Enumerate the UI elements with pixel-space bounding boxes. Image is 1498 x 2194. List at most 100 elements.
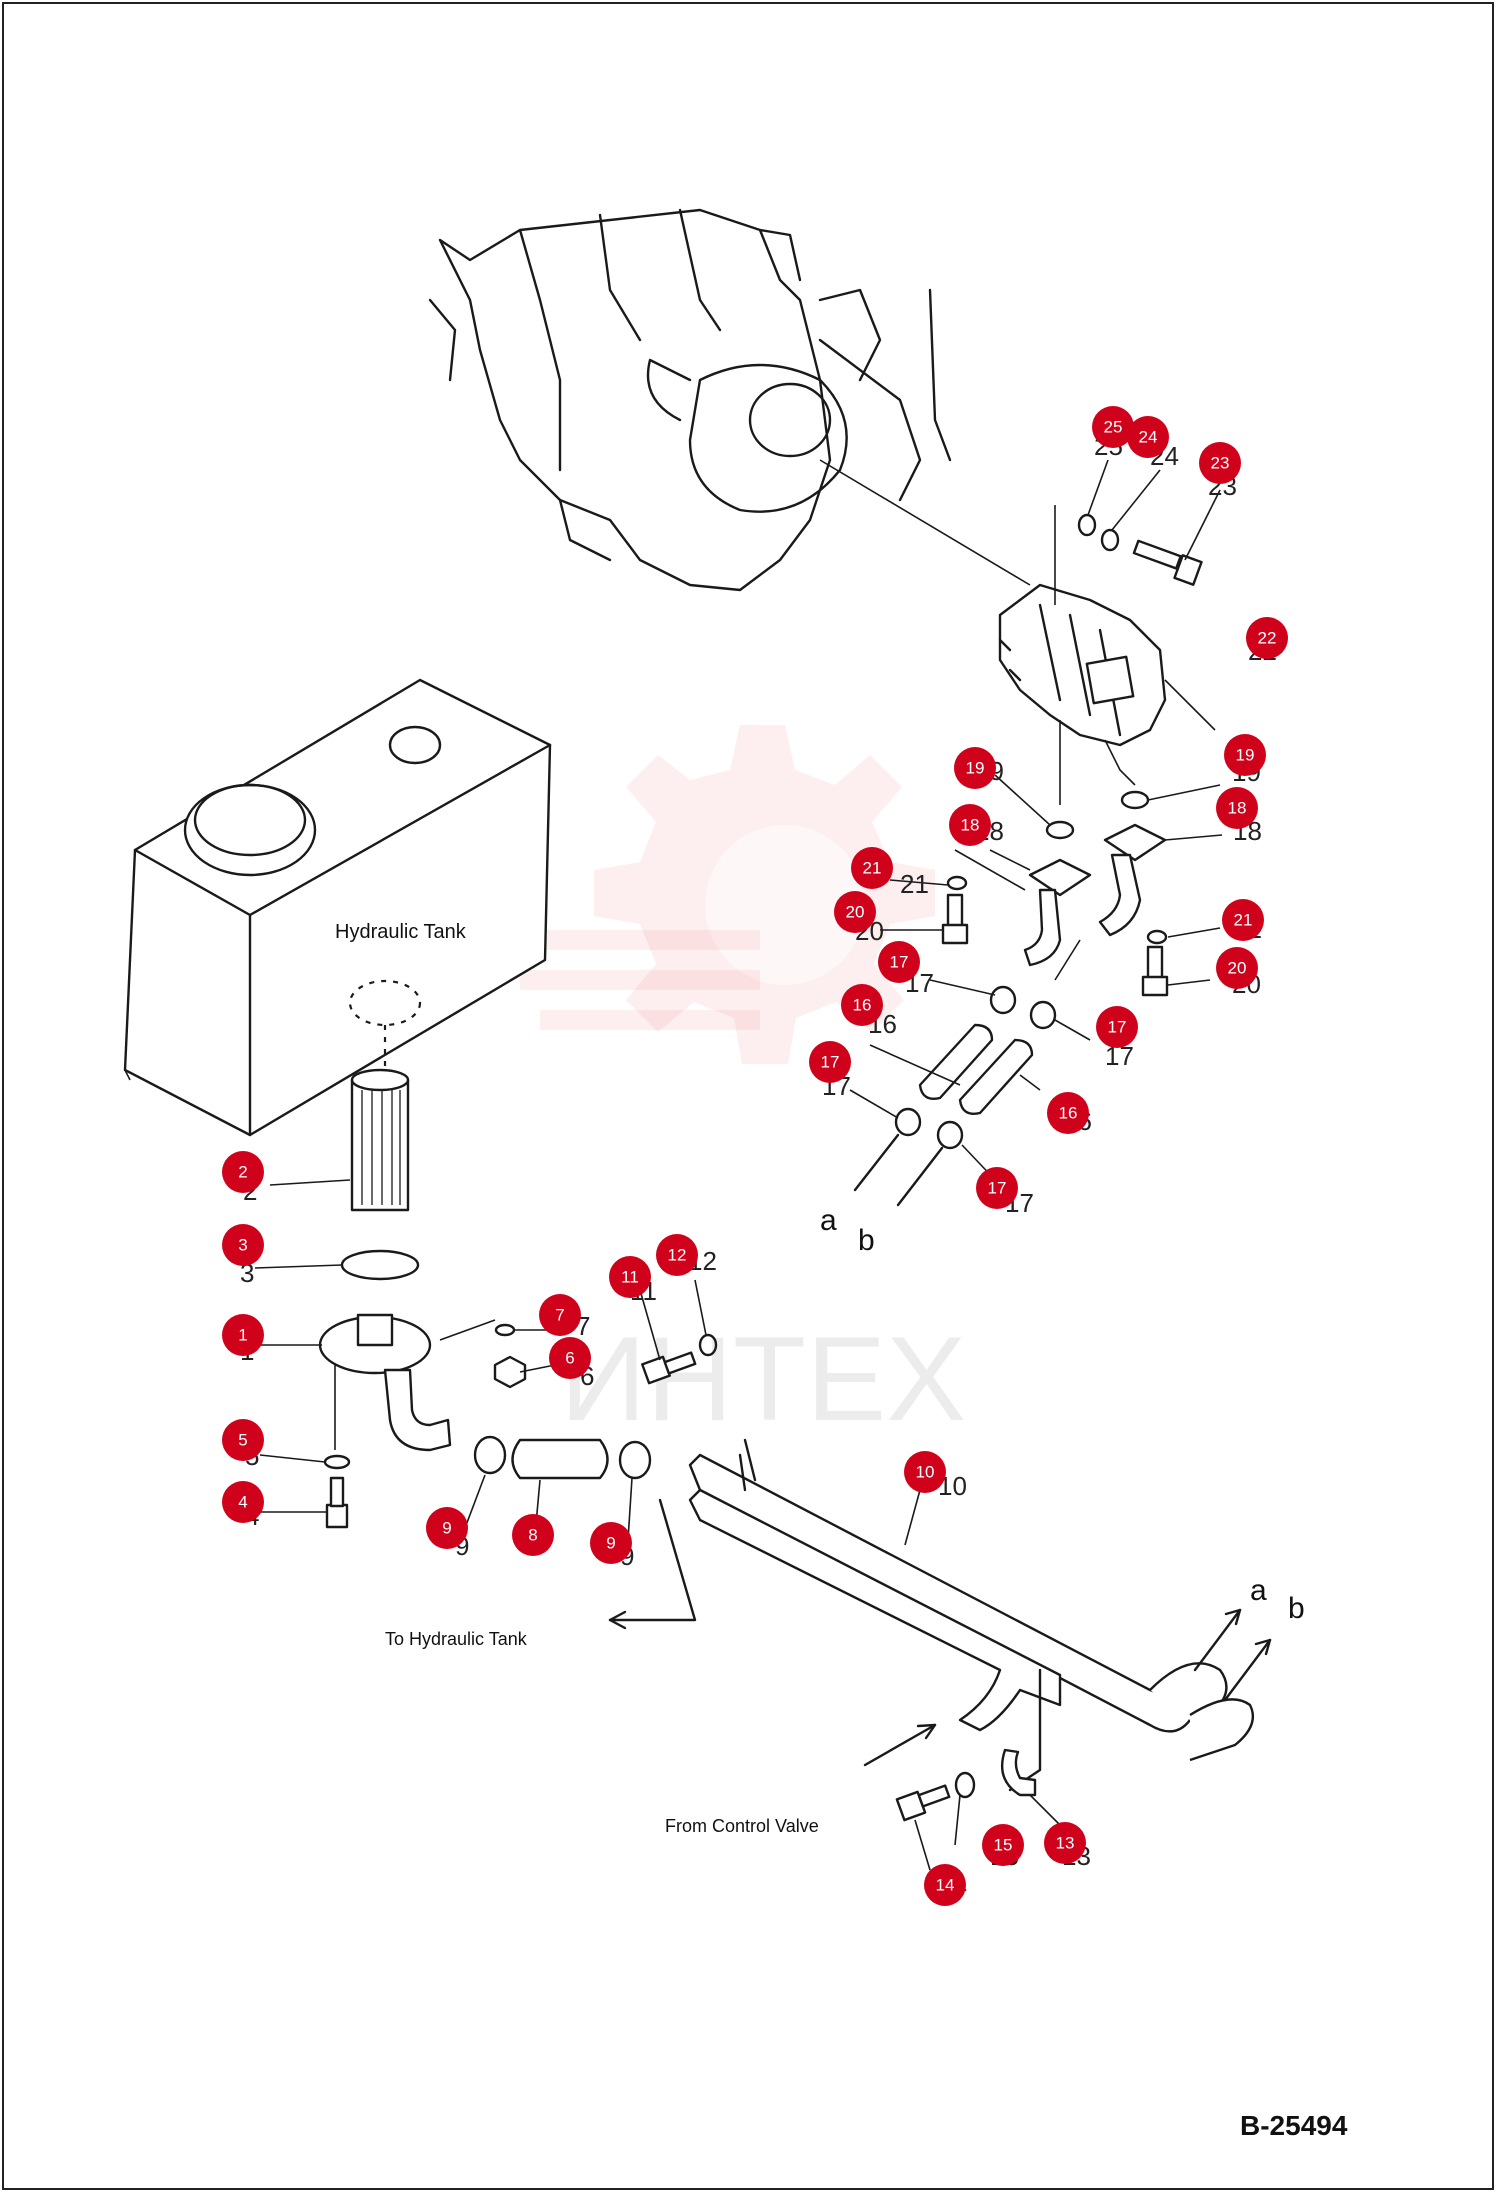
callout-22[interactable]: 22: [1246, 617, 1288, 659]
part-number: 21: [900, 869, 929, 899]
callout-17-c[interactable]: 17: [809, 1041, 851, 1083]
callout-21-right[interactable]: 21: [1222, 899, 1264, 941]
callout-23[interactable]: 23: [1199, 442, 1241, 484]
svg-text:17: 17: [988, 1179, 1007, 1198]
callout-18-right[interactable]: 18: [1216, 787, 1258, 829]
callout-18-left[interactable]: 18: [949, 804, 991, 846]
hydraulic-tank-label: Hydraulic Tank: [335, 921, 467, 943]
callout-7[interactable]: 7: [539, 1294, 581, 1336]
shaft-line: [819, 459, 1031, 586]
guide-port-a-top: [853, 1133, 900, 1192]
o-ring-3: [340, 1249, 420, 1281]
callout-15[interactable]: 15: [982, 1824, 1024, 1866]
svg-text:2: 2: [238, 1163, 247, 1182]
callout-21-left[interactable]: 21: [851, 847, 893, 889]
callout-10[interactable]: 10: [904, 1451, 946, 1493]
callout-19-right[interactable]: 19: [1224, 734, 1266, 776]
svg-text:9: 9: [606, 1534, 615, 1553]
arrow-from-control-valve: [863, 1723, 937, 1767]
guide-7: [439, 1319, 496, 1341]
callout-9-left[interactable]: 9: [426, 1507, 468, 1549]
bolt-11: [641, 1351, 697, 1385]
callout-9-right[interactable]: 9: [590, 1522, 632, 1564]
svg-text:21: 21: [863, 859, 882, 878]
callout-17-a[interactable]: 17: [878, 941, 920, 983]
svg-text:12: 12: [668, 1246, 687, 1265]
svg-text:16: 16: [1059, 1104, 1078, 1123]
washer-25: [1077, 513, 1097, 537]
bolt-20-right: [1141, 945, 1169, 997]
from-control-valve-label: From Control Valve: [665, 1816, 819, 1836]
clamp-9-left: [473, 1435, 507, 1475]
svg-text:17: 17: [890, 953, 909, 972]
svg-text:17: 17: [821, 1053, 840, 1072]
callout-20-right[interactable]: 20: [1216, 947, 1258, 989]
callout-16-upper[interactable]: 16: [841, 984, 883, 1026]
clamp-17-lower-right: [936, 1120, 964, 1150]
svg-text:18: 18: [961, 816, 980, 835]
engine-outline: [428, 208, 952, 592]
svg-text:5: 5: [238, 1431, 247, 1450]
svg-text:7: 7: [555, 1306, 564, 1325]
watermark-text: ИНТЕХ: [560, 1312, 966, 1446]
filter-element: [350, 1068, 410, 1212]
guide-elbow: [1054, 939, 1081, 981]
callout-13[interactable]: 13: [1044, 1822, 1086, 1864]
arrow-port-a-bottom: [1193, 1608, 1242, 1672]
hydraulic-pump: [998, 583, 1167, 747]
washer-24: [1100, 528, 1120, 552]
clamp-9-right: [618, 1440, 652, 1480]
guide-flange-left: [954, 849, 1026, 891]
arrow-to-hydraulic-tank: [608, 1498, 697, 1622]
o-ring-19-left: [1045, 820, 1075, 840]
washer-21-left: [946, 875, 968, 891]
callout-12[interactable]: 12: [656, 1234, 698, 1276]
callout-20-left[interactable]: 20: [834, 891, 876, 933]
port-a-top-label: a: [820, 1204, 837, 1237]
svg-text:1: 1: [238, 1326, 247, 1345]
svg-text:3: 3: [238, 1236, 247, 1255]
washer-15: [954, 1771, 976, 1799]
hose-8: [511, 1438, 609, 1480]
svg-text:14: 14: [936, 1876, 955, 1895]
callout-3[interactable]: 3: [222, 1224, 264, 1266]
callout-16-lower[interactable]: 16: [1047, 1092, 1089, 1134]
callout-17-b[interactable]: 17: [1096, 1006, 1138, 1048]
hydraulic-tank: [123, 678, 552, 1137]
svg-text:13: 13: [1056, 1834, 1075, 1853]
callout-25[interactable]: 25: [1092, 406, 1134, 448]
callout-17-d[interactable]: 17: [976, 1167, 1018, 1209]
port-b-top-label: b: [858, 1224, 875, 1257]
bolt-23: [1132, 539, 1203, 586]
callout-1[interactable]: 1: [222, 1314, 264, 1356]
svg-text:6: 6: [565, 1349, 574, 1368]
port-b-bottom-label: b: [1288, 1592, 1305, 1625]
o-ring-19-right: [1120, 790, 1150, 810]
callout-11[interactable]: 11: [609, 1256, 651, 1298]
svg-text:23: 23: [1211, 454, 1230, 473]
callout-19-left[interactable]: 19: [954, 747, 996, 789]
port-a-bottom-label: a: [1250, 1574, 1267, 1607]
callout-5[interactable]: 5: [222, 1419, 264, 1461]
callout-6[interactable]: 6: [549, 1337, 591, 1379]
svg-text:20: 20: [1228, 959, 1247, 978]
callout-8[interactable]: 8: [512, 1514, 554, 1556]
svg-text:25: 25: [1104, 418, 1123, 437]
return-tube-10: [688, 1438, 1255, 1792]
svg-text:16: 16: [853, 996, 872, 1015]
svg-text:10: 10: [916, 1463, 935, 1482]
callout-24[interactable]: 24: [1127, 416, 1169, 458]
svg-text:4: 4: [238, 1493, 247, 1512]
callout-14[interactable]: 14: [924, 1864, 966, 1906]
washer-21-right: [1146, 929, 1168, 945]
clamp-17-upper-left: [989, 985, 1017, 1015]
svg-text:15: 15: [994, 1836, 1013, 1855]
svg-text:24: 24: [1139, 428, 1158, 447]
svg-text:21: 21: [1234, 911, 1253, 930]
washer-12: [698, 1333, 718, 1357]
svg-text:18: 18: [1228, 799, 1247, 818]
callout-2[interactable]: 2: [222, 1151, 264, 1193]
callout-4[interactable]: 4: [222, 1481, 264, 1523]
